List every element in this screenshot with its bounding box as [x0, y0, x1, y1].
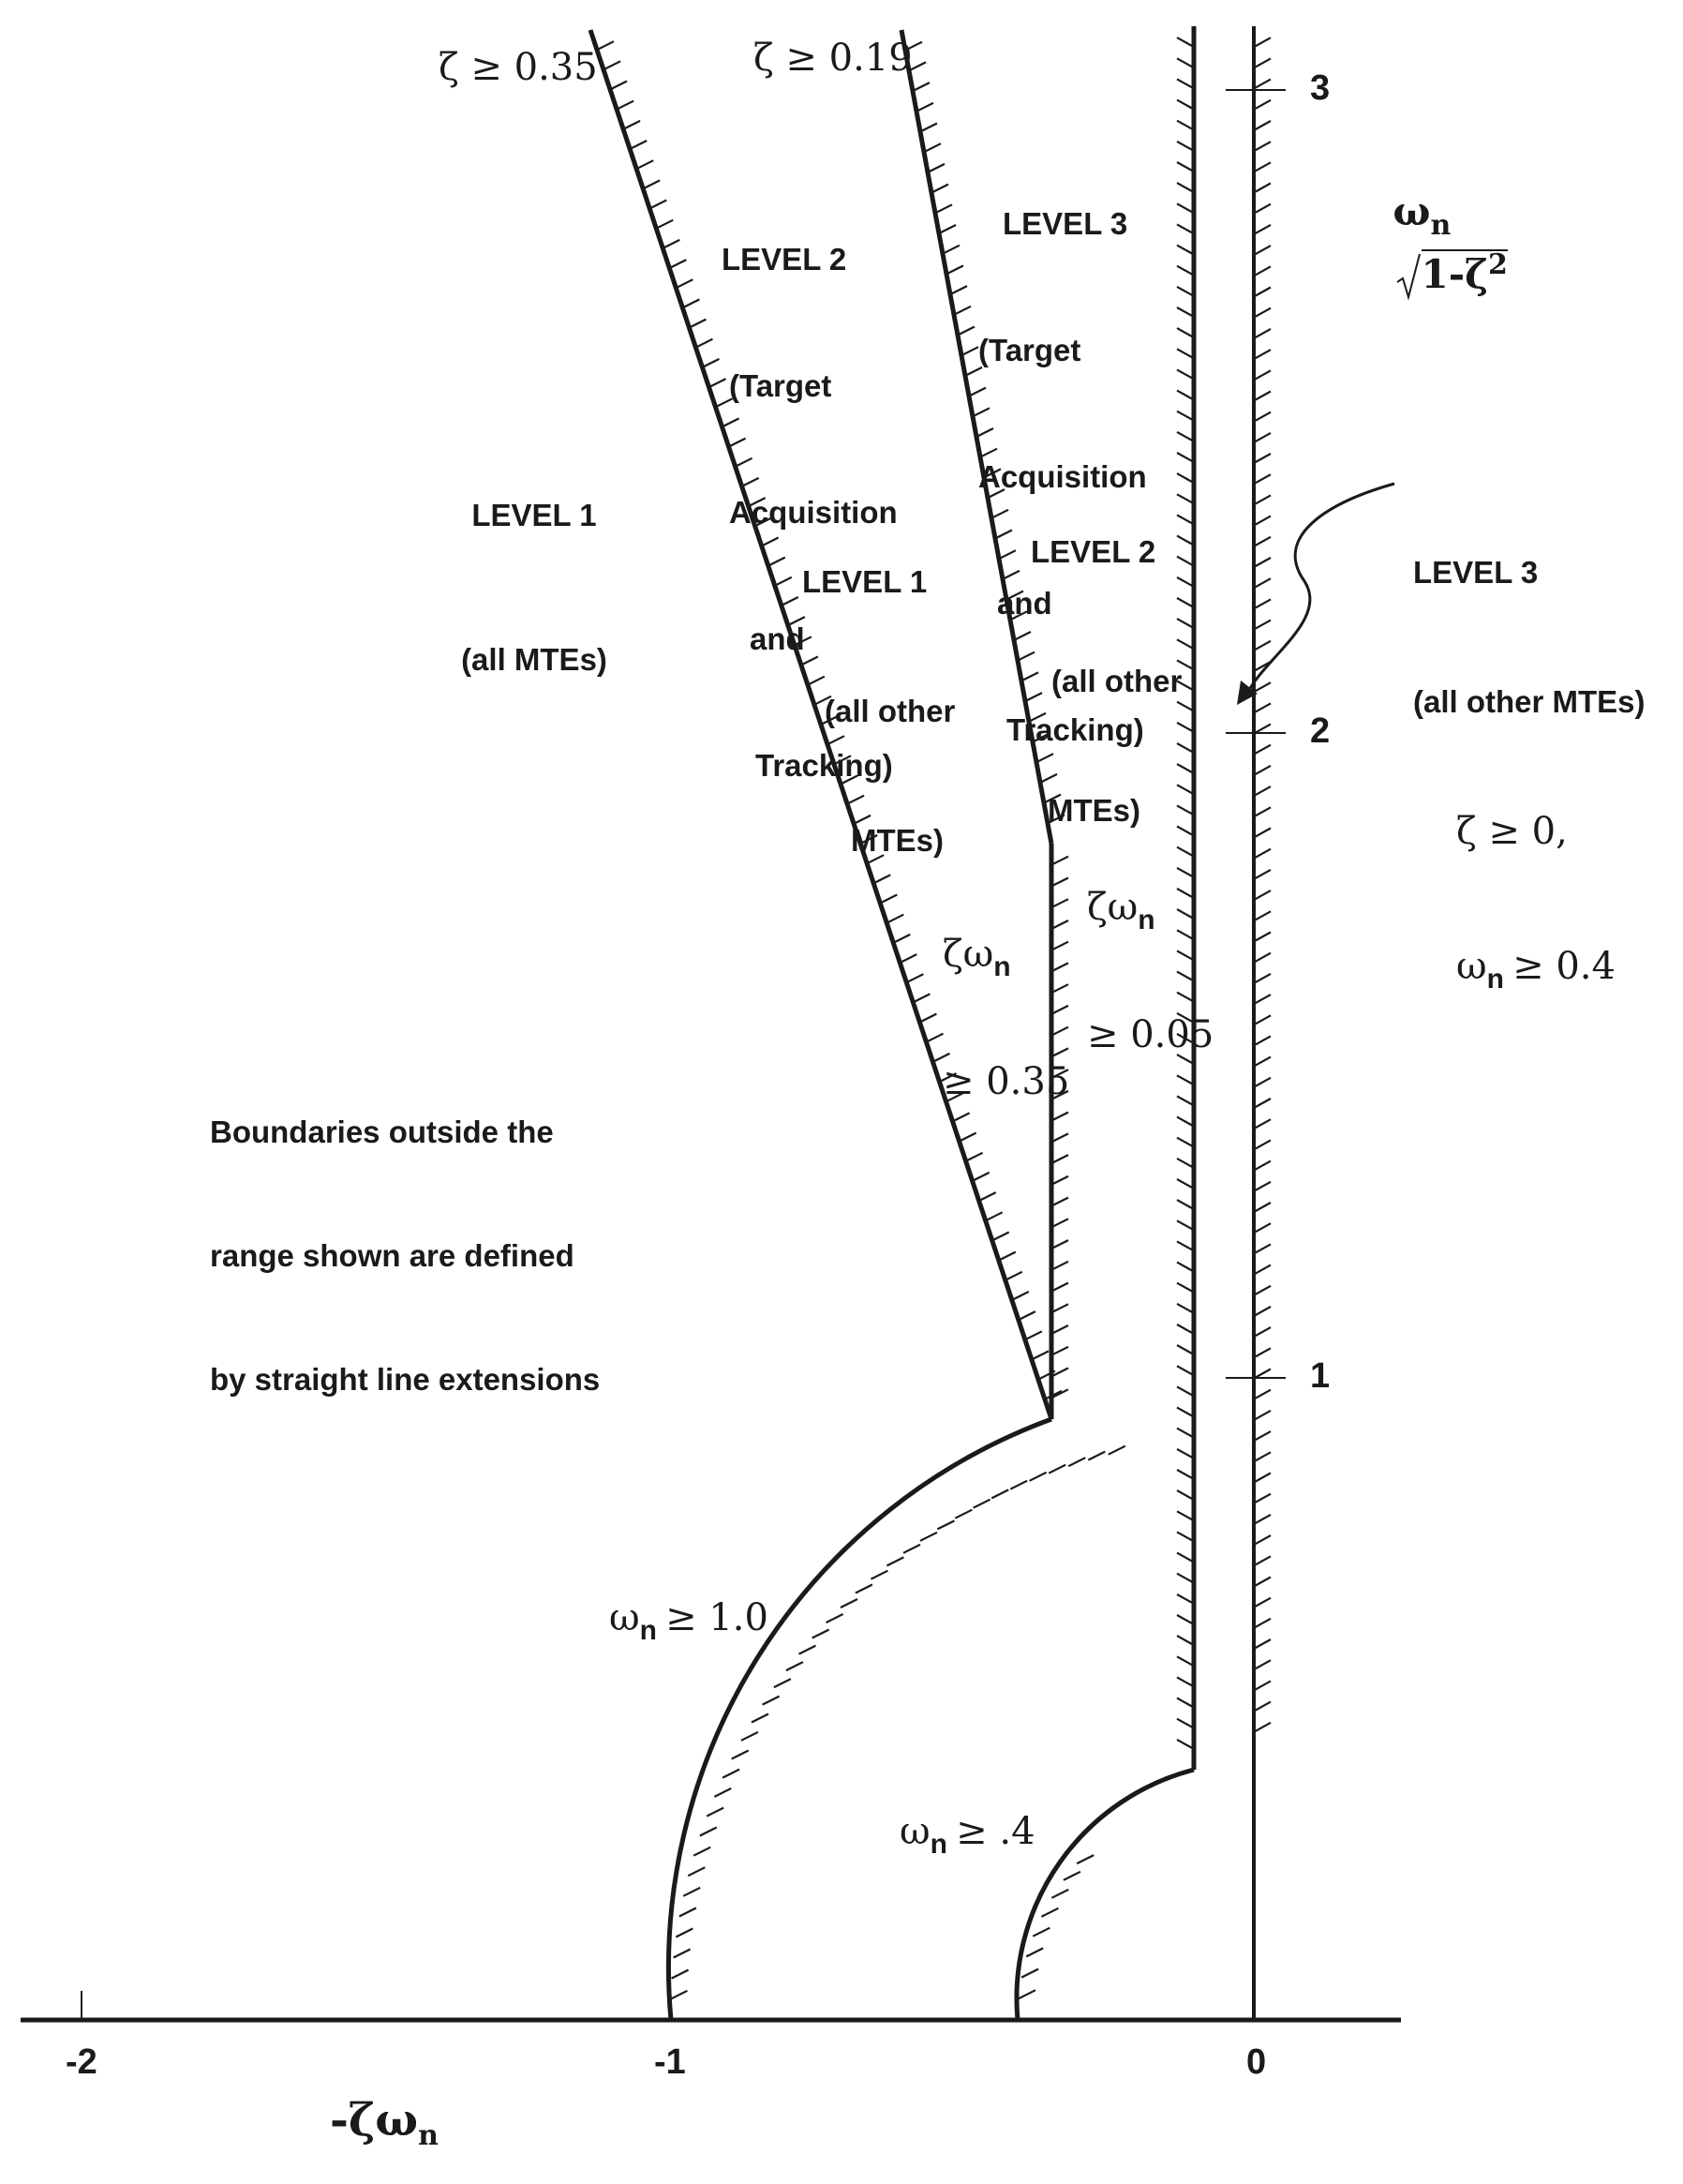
level3-pointer-arrow: [1246, 482, 1395, 693]
wn-10-boundary: [665, 1416, 1052, 2021]
region-level2-other: LEVEL 2 (all other MTEs): [1031, 534, 1183, 828]
wn-04-label: ωn ≥ .4: [900, 1810, 1035, 1860]
level3-pointer-arrowhead: [1237, 681, 1258, 705]
y-tick-label-2: 2: [1310, 711, 1331, 751]
wn-10-label: ωn ≥ 1.0: [609, 1596, 768, 1646]
region-level1-other: LEVEL 1 (all other MTEs): [802, 564, 956, 858]
x-tick-label-minus-1: -1: [654, 2042, 686, 2082]
zeta-019-label: ζ ≥ 0.19: [753, 37, 913, 80]
zeta-035-label: ζ ≥ 0.35: [439, 46, 598, 89]
sigma-035-label: ζωn ≥ 0.35: [943, 933, 1070, 1103]
y-tick-label-3: 3: [1310, 68, 1331, 108]
sqrt-sign: [1395, 253, 1421, 301]
region-level3-target: LEVEL 3 (Target Acquisition and Tracking…: [978, 206, 1147, 747]
region-level2-target: LEVEL 2 (Target Acquisition and Tracking…: [722, 242, 898, 783]
boundaries-note: Boundaries outside the range shown are d…: [210, 1114, 601, 1397]
region-level3-other: LEVEL 3 (all other MTEs) ζ ≥ 0, ωn ≥ 0.4: [1413, 555, 1646, 995]
boundary-hatching: [596, 37, 1272, 2000]
sigma-005-label: ζωn ≥ 0.05: [1087, 886, 1214, 1056]
x-tick-label-minus-2: -2: [66, 2042, 97, 2082]
x-tick-label-0: 0: [1246, 2042, 1267, 2082]
y-tick-label-1: 1: [1310, 1356, 1331, 1396]
y-axis-title: ωn 1-ζ2: [1338, 150, 1508, 301]
region-level1-all-mtes: LEVEL 1 (all MTEs): [461, 498, 607, 677]
x-axis-title: -ζωn: [330, 2094, 439, 2152]
wn-04-boundary: [1014, 1767, 1195, 2021]
